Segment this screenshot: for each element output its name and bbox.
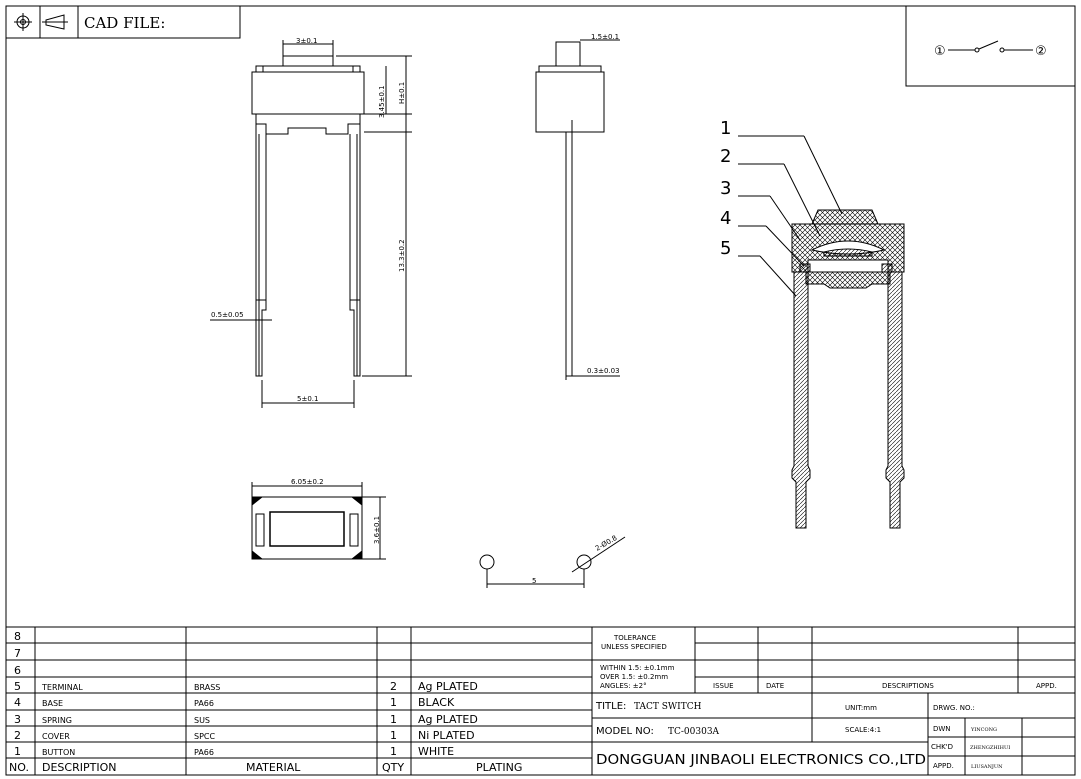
tolerance-line-2: UNLESS SPECIFIED	[601, 643, 667, 651]
projection-crosshair-icon	[14, 13, 32, 31]
svg-text:TERMINAL: TERMINAL	[41, 683, 83, 692]
svg-text:BUTTON: BUTTON	[42, 748, 75, 757]
svg-text:MATERIAL: MATERIAL	[246, 761, 301, 774]
chkd-label: CHK'D	[931, 743, 953, 751]
dim-side-button: 1.5±0.1	[591, 33, 619, 41]
dim-total-height: H±0.1	[398, 82, 406, 104]
bom-row-7-no: 7	[14, 647, 21, 660]
dim-hole-pitch: 5	[532, 577, 536, 585]
svg-text:1: 1	[14, 745, 21, 758]
title-label: TITLE:	[595, 701, 626, 712]
chkd-value: ZHENGZHIHUI	[970, 745, 1010, 751]
svg-text:Ni PLATED: Ni PLATED	[418, 729, 475, 742]
hole-layout	[479, 536, 626, 588]
scale-label: SCALE:4:1	[845, 726, 881, 734]
svg-text:PA66: PA66	[194, 699, 214, 708]
bom-row-8-no: 8	[14, 630, 21, 643]
svg-text:SPRING: SPRING	[42, 716, 72, 725]
callout-3: 3	[720, 178, 731, 199]
model-label: MODEL NO:	[596, 726, 654, 737]
appd-label: APPD.	[933, 762, 954, 770]
svg-text:Ag PLATED: Ag PLATED	[418, 713, 478, 726]
svg-text:BLACK: BLACK	[418, 696, 455, 709]
issue-header: ISSUE	[713, 682, 734, 690]
dim-button-width: 3±0.1	[296, 37, 317, 45]
svg-text:1: 1	[390, 729, 397, 742]
descriptions-header: DESCRIPTIONS	[882, 682, 934, 690]
dim-bottom-width: 3.6±0.1	[373, 516, 381, 544]
tolerance-over: OVER 1.5: ±0.2mm	[600, 673, 668, 681]
svg-text:2: 2	[14, 729, 21, 742]
svg-text:1: 1	[390, 713, 397, 726]
cad-header: CAD FILE:	[5, 5, 241, 39]
tolerance-line-1: TOLERANCE	[613, 634, 656, 642]
svg-text:QTY: QTY	[382, 761, 404, 774]
table-row: 2 COVER SPCC 1 Ni PLATED	[14, 729, 475, 742]
dim-pin-length: 13.3±0.2	[398, 239, 406, 272]
dim-side-pin: 0.3±0.03	[587, 367, 620, 375]
cad-file-label: CAD FILE:	[84, 14, 165, 32]
callout-2: 2	[720, 146, 731, 167]
model-value: TC-00303A	[668, 727, 720, 737]
terminal-a-label: ①	[934, 44, 946, 59]
tolerance-angles: ANGLES: ±2°	[600, 682, 647, 690]
date-header: DATE	[766, 682, 784, 690]
callout-1: 1	[720, 118, 731, 139]
svg-text:WHITE: WHITE	[418, 745, 454, 758]
dim-body-height: 3.45±0.1	[378, 85, 386, 118]
company-name: DONGGUAN JINBAOLI ELECTRONICS CO.,LTD	[596, 753, 926, 768]
dim-bottom-length: 6.05±0.2	[291, 478, 324, 486]
side-view	[535, 39, 620, 380]
title-value: TACT SWITCH	[634, 702, 702, 712]
dwn-label: DWN	[933, 725, 951, 733]
callout-4: 4	[720, 208, 731, 229]
appd-value: LIUSANJUN	[971, 764, 1003, 770]
table-row: 1 BUTTON PA66 1 WHITE	[14, 745, 454, 758]
sheet-border	[5, 5, 1076, 776]
dim-pin-pitch: 5±0.1	[297, 395, 318, 403]
svg-text:DESCRIPTION: DESCRIPTION	[42, 761, 116, 774]
svg-text:1: 1	[390, 696, 397, 709]
bom-row-6-no: 6	[14, 664, 21, 677]
bom-table	[6, 626, 1075, 775]
dwn-value: YINCONG	[970, 727, 997, 733]
svg-text:3: 3	[14, 713, 21, 726]
svg-text:COVER: COVER	[42, 732, 70, 741]
drwg-no-label: DRWG. NO.:	[933, 704, 975, 712]
svg-text:BRASS: BRASS	[194, 683, 220, 692]
section-view	[738, 135, 905, 529]
tolerance-within: WITHIN 1.5: ±0.1mm	[600, 664, 675, 672]
svg-text:Ag PLATED: Ag PLATED	[418, 680, 478, 693]
projection-cone-icon	[42, 14, 68, 30]
svg-text:2: 2	[390, 680, 397, 693]
table-row: 3 SPRING SUS 1 Ag PLATED	[14, 713, 478, 726]
svg-text:SUS: SUS	[194, 716, 210, 725]
bottom-view	[251, 482, 386, 560]
terminal-b-label: ②	[1035, 44, 1047, 59]
bom-header-row: NO. DESCRIPTION MATERIAL QTY PLATING	[9, 761, 522, 774]
svg-text:NO.: NO.	[9, 761, 29, 774]
unit-label: UNIT:mm	[845, 704, 877, 712]
dim-pin-width: 0.5±0.05	[211, 311, 244, 319]
title-block	[592, 627, 1075, 775]
svg-text:BASE: BASE	[42, 699, 63, 708]
table-row: 4 BASE PA66 1 BLACK	[14, 696, 455, 709]
svg-text:5: 5	[14, 680, 21, 693]
svg-text:PA66: PA66	[194, 748, 214, 757]
svg-text:1: 1	[390, 745, 397, 758]
svg-text:PLATING: PLATING	[476, 761, 522, 774]
circuit-symbol: ① ②	[905, 5, 1076, 87]
table-row: 5 TERMINAL BRASS 2 Ag PLATED	[14, 680, 478, 693]
front-view	[210, 40, 412, 408]
callout-5: 5	[720, 238, 731, 259]
svg-text:SPCC: SPCC	[194, 732, 215, 741]
appd-header: APPD.	[1036, 682, 1057, 690]
svg-text:4: 4	[14, 696, 21, 709]
